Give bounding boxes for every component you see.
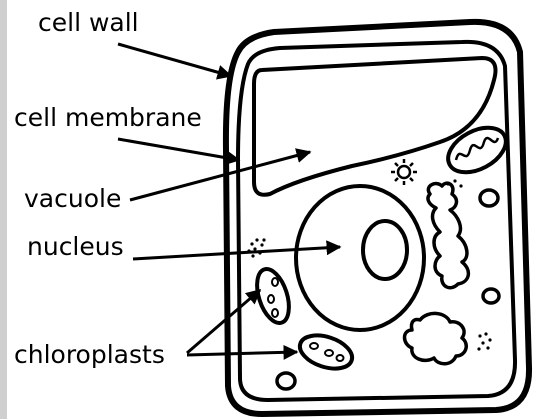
vacuole-outline — [254, 58, 496, 195]
arrow-nucleus — [133, 247, 340, 259]
cell-wall-outline — [226, 22, 529, 414]
label-nucleus: nucleus — [27, 232, 124, 262]
arrow-cell-membrane — [118, 139, 239, 160]
small-vesicle — [480, 190, 498, 206]
lobed-organelle — [405, 313, 467, 363]
ribosome-cluster — [477, 332, 491, 350]
label-chloroplasts: chloroplasts — [14, 340, 165, 370]
nucleolus — [363, 221, 407, 279]
ribosome-cluster — [247, 238, 265, 257]
label-vacuole: vacuole — [24, 184, 121, 214]
mitochondrion — [441, 119, 514, 182]
arrow-chloroplast-2 — [187, 352, 297, 355]
small-organelle-star — [391, 159, 417, 185]
arrow-chloroplast-1 — [187, 290, 260, 353]
small-vesicle — [277, 373, 295, 389]
chloroplast — [296, 329, 357, 374]
chloroplast — [251, 265, 295, 327]
arrow-cell-wall — [118, 44, 231, 76]
label-cell-membrane: cell membrane — [14, 103, 202, 133]
golgi-dots — [446, 179, 462, 190]
label-cell-wall: cell wall — [38, 8, 139, 38]
arrow-vacuole — [130, 152, 310, 200]
golgi-body — [428, 183, 468, 288]
small-vesicle — [483, 289, 499, 303]
